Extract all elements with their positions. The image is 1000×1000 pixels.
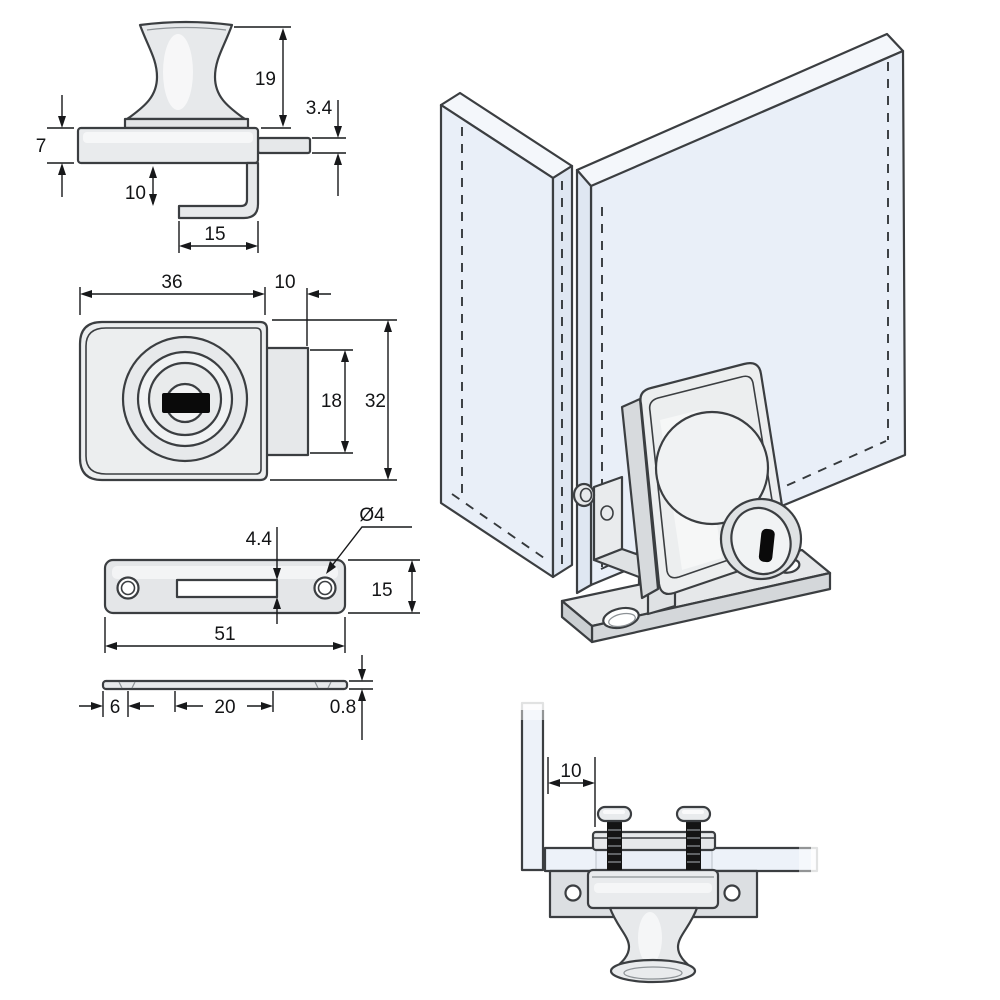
dim-plate-thickness: 0.8 [330, 655, 373, 740]
knob-highlight [163, 34, 193, 110]
glass-fade-top-2 [516, 710, 549, 720]
dim-glass-clearance-label: 10 [125, 183, 146, 204]
plate-edge [101, 679, 349, 691]
dim-body-width-label: 36 [161, 272, 182, 293]
detail-knob-cap [609, 958, 697, 984]
detail-knob-cap-rim [623, 966, 683, 980]
screw-hole-left-inner [120, 580, 136, 596]
screw-head-highlight [682, 810, 704, 814]
front-view: 36 10 18 32 [78, 272, 397, 482]
dim-bolt-thickness: 3.4 [306, 98, 346, 196]
dim-front-body-height: 32 [270, 319, 397, 481]
detail-plate-hole-left [564, 884, 582, 902]
dim-bolt-thickness-label: 3.4 [306, 98, 333, 119]
left-glass-front-face [439, 103, 555, 579]
dim-hole-diameter: Ø4 [326, 505, 412, 574]
screw-hole-left-outer [116, 576, 140, 600]
dim-bracket-depth-label: 15 [204, 224, 225, 245]
side-view: 19 3.4 7 10 15 [36, 20, 346, 253]
knob-cap-line [146, 26, 227, 31]
bolt-side [256, 136, 312, 155]
isometric-view [439, 32, 907, 644]
knob-flange [123, 117, 250, 130]
iso-body-scallop [654, 410, 770, 526]
keyhole-slot [162, 393, 210, 413]
glass-fade-top-1 [516, 698, 549, 710]
dim-bracket-depth: 15 [178, 221, 259, 253]
plate-edge-view: 6 20 0.8 [79, 655, 373, 740]
mounting-detail-view: 10 [516, 698, 821, 984]
dim-slot-width-label: 4.4 [246, 529, 273, 550]
dim-glass-edge-distance-label: 10 [560, 761, 581, 782]
glass-fade-right-2 [799, 844, 811, 875]
dim-slot-length-label: 20 [214, 697, 235, 718]
dim-bolt-height-label: 18 [321, 391, 342, 412]
dim-plate-length: 51 [104, 617, 346, 653]
dim-glass-clearance: 10 [125, 166, 157, 206]
iso-bracket-screw-dome [579, 487, 593, 503]
screw-head-highlight [603, 810, 625, 814]
dim-plate-width: 15 [348, 559, 420, 614]
dim-front-body-height-label: 32 [365, 391, 386, 412]
countersink-marks [118, 681, 332, 689]
detail-knob-highlight [638, 912, 662, 964]
left-glass-dashed-border [451, 127, 563, 566]
dim-hole-edge-distance-label: 6 [110, 697, 121, 718]
iso-keyhole-slot [758, 528, 775, 563]
detail-screw-right [675, 805, 712, 870]
dim-plate-width-label: 15 [371, 580, 392, 601]
detail-screw-left [596, 805, 633, 870]
dim-glass-edge-distance: 10 [547, 757, 596, 827]
dim-bolt-extension-label: 10 [274, 272, 295, 293]
iso-body-side-face [620, 397, 660, 600]
dim-knob-height-label: 19 [255, 69, 276, 90]
strike-plate-highlight [112, 566, 338, 579]
dim-hole-diameter-label: Ø4 [359, 505, 385, 526]
dim-body-height: 7 [36, 95, 74, 197]
detail-side-glass [520, 701, 545, 872]
screw-hole-right-inner [317, 580, 333, 596]
iso-plate-oval-hole-depth [608, 612, 636, 628]
strike-plate-view: 4.4 Ø4 15 51 [103, 505, 420, 653]
strike-slot [175, 578, 279, 599]
screw-hole-right-outer [313, 576, 337, 600]
dim-plate-thickness-label: 0.8 [330, 697, 356, 718]
dim-slot-width: 4.4 [246, 527, 281, 624]
dim-bolt-height: 18 [310, 349, 353, 454]
detail-body-highlight [594, 883, 712, 893]
iso-bracket-face [592, 475, 624, 562]
detail-plate-hole-right [723, 884, 741, 902]
dim-slot-length: 20 [174, 691, 274, 718]
dim-plate-length-label: 51 [214, 624, 235, 645]
dim-knob-height: 19 [234, 26, 291, 129]
detail-clamp-bar [591, 830, 717, 852]
glass-bracket [177, 161, 260, 220]
lock-body-front-inner [85, 327, 262, 475]
dim-hole-edge-distance: 6 [79, 691, 154, 718]
detail-door-glass [543, 846, 819, 873]
glass-fade-right-1 [811, 844, 821, 875]
body-highlight [83, 132, 253, 143]
dim-body-width: 36 10 [79, 272, 331, 346]
dim-body-height-label: 7 [36, 136, 47, 157]
iso-bracket-hole [600, 505, 614, 521]
iso-strike-plate-end [560, 599, 594, 644]
bolt-front [263, 346, 310, 457]
door-glass-edge-face [575, 168, 593, 595]
